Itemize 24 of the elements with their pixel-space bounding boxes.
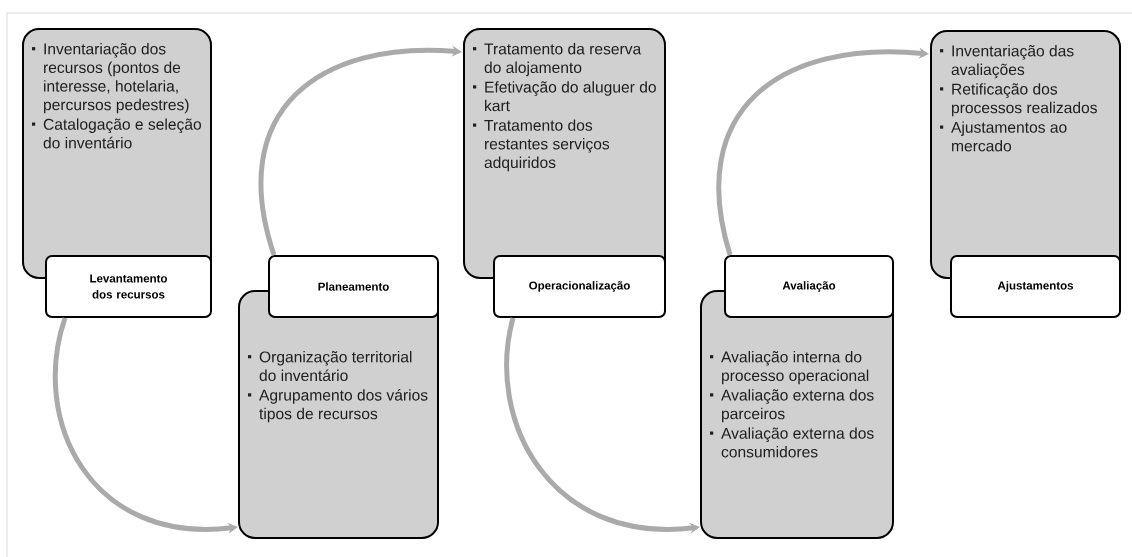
list-item: Tratamento dos restantes serviços adquiridos (473, 119, 610, 172)
list-item: Inventariação das avaliações (940, 45, 1074, 79)
curved-arrow (258, 45, 462, 256)
list-item: Inventariação dos recursos (pontos de interesse, hotelaria, percursos pedestres) (32, 43, 189, 114)
list-item: Organização territorial do inventário (248, 351, 412, 382)
stage-label-box: Planeamento (268, 255, 439, 318)
content-card (700, 290, 894, 539)
content-card (238, 290, 439, 539)
curved-arrow (716, 47, 929, 256)
content-card (463, 28, 666, 279)
stage-label-box: Levantamento dos recursos (45, 255, 212, 318)
list-item: Retificação dos processos realizados (940, 83, 1097, 117)
list-item: Ajustamentos ao mercado (940, 121, 1067, 152)
list-item: Agrupamento dos vários tipos de recursos (248, 389, 428, 423)
list-item: Avaliação interna do processo operacional (710, 351, 869, 385)
content-card (930, 30, 1121, 279)
list-item: Tratamento da reserva do alojamento (473, 43, 642, 77)
list-item: Avaliação externa dos consumidores (710, 427, 874, 458)
list-item: Avaliação externa dos parceiros (710, 389, 874, 423)
list-item: Efetivação do aluguer do kart (473, 81, 656, 112)
stage-label-box: Operacionalização (493, 255, 666, 318)
stage-label-box: Ajustamentos (950, 255, 1121, 318)
stage-label-box: Avaliação (724, 255, 894, 318)
list-item: Catalogação e seleção do inventário (32, 118, 201, 149)
